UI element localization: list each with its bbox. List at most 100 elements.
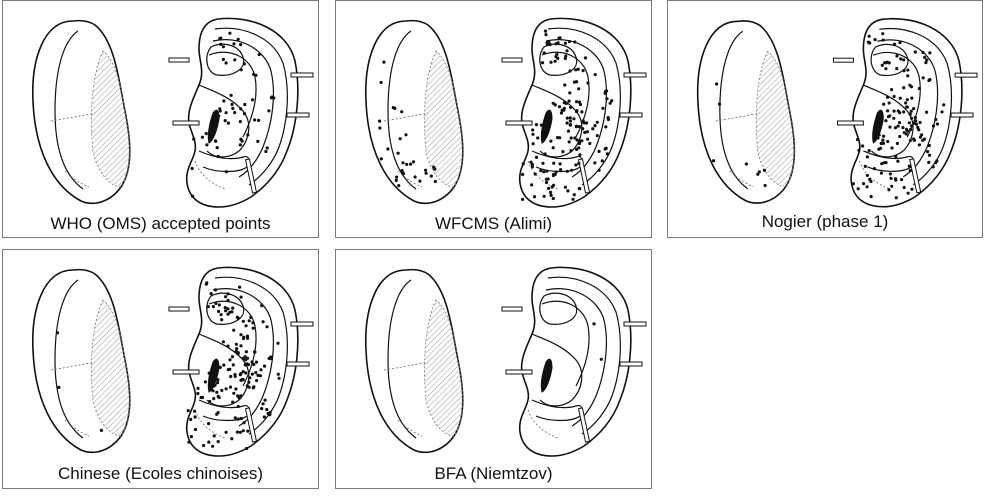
acupuncture-point [567, 39, 571, 44]
acupuncture-point [191, 194, 195, 198]
acupuncture-point [601, 106, 605, 110]
acupuncture-point [186, 409, 190, 413]
points-group [378, 29, 614, 201]
acupuncture-point [224, 309, 228, 313]
acupuncture-point [378, 126, 382, 130]
acupuncture-point [233, 58, 237, 62]
connector-bar [290, 321, 314, 327]
acupuncture-point [212, 397, 216, 401]
acupuncture-point [245, 384, 249, 388]
acupuncture-point [217, 309, 221, 313]
acupuncture-point [541, 134, 546, 138]
acupuncture-point [259, 368, 263, 372]
acupuncture-point [204, 132, 208, 136]
acupuncture-point [214, 139, 218, 143]
acupuncture-point [226, 368, 230, 372]
connector-bar [244, 407, 258, 443]
acupuncture-point [580, 110, 584, 114]
acupuncture-point [595, 134, 599, 138]
acupuncture-point [882, 102, 886, 106]
ear-diagram [696, 17, 978, 208]
acupuncture-point [245, 446, 249, 451]
panel-caption: WHO (OMS) accepted points [50, 214, 271, 233]
acupuncture-point [193, 427, 198, 432]
acupuncture-point [208, 399, 212, 404]
medial-ear-dashed-line [397, 170, 423, 188]
acupuncture-point [942, 103, 946, 107]
acupuncture-point [238, 143, 242, 147]
acupuncture-point [217, 303, 221, 307]
acupuncture-point [856, 137, 860, 142]
acupuncture-point [57, 385, 61, 389]
acupuncture-point [595, 120, 599, 124]
acupuncture-point [260, 407, 264, 411]
acupuncture-point [865, 185, 869, 189]
acupuncture-point [577, 146, 581, 150]
acupuncture-point [217, 114, 221, 118]
points-group [711, 32, 946, 200]
acupuncture-point [912, 107, 916, 111]
acupuncture-point [551, 196, 555, 201]
panel-chinese: Chinese (Ecoles chinoises) [2, 249, 319, 489]
connector-bar [577, 407, 591, 443]
acupuncture-point [238, 285, 242, 289]
acupuncture-point [889, 88, 894, 92]
acupuncture-point [257, 118, 261, 122]
medial-ear-ridge [54, 30, 84, 190]
acupuncture-point [224, 170, 228, 174]
acupuncture-point [902, 69, 906, 73]
acupuncture-point [907, 121, 911, 125]
acupuncture-point [224, 295, 228, 299]
acupuncture-point [229, 93, 233, 97]
acupuncture-point [220, 318, 224, 322]
acupuncture-point [204, 282, 208, 286]
acupuncture-point [568, 123, 573, 127]
acupuncture-point [881, 138, 885, 142]
acupuncture-point [927, 160, 931, 164]
acupuncture-point [530, 165, 534, 169]
acupuncture-point [216, 381, 220, 385]
acupuncture-point [886, 115, 890, 119]
acupuncture-point [530, 163, 534, 167]
acupuncture-point [260, 304, 264, 308]
acupuncture-point [604, 146, 608, 150]
acupuncture-point [238, 430, 242, 434]
acupuncture-point [218, 365, 222, 369]
acupuncture-point [884, 67, 888, 71]
acupuncture-point [898, 96, 902, 100]
acupuncture-point [557, 36, 561, 40]
acupuncture-point [228, 385, 233, 389]
ear-canal [540, 358, 553, 393]
acupuncture-point [925, 150, 930, 154]
acupuncture-point [600, 159, 604, 163]
acupuncture-point [610, 99, 614, 103]
acupuncture-point [236, 37, 240, 41]
acupuncture-point [224, 387, 228, 391]
acupuncture-point [231, 400, 235, 404]
acupuncture-point [563, 41, 567, 45]
acupuncture-point [868, 41, 872, 45]
acupuncture-point [549, 193, 553, 197]
medial-ear-dashed-line [383, 112, 429, 122]
medial-ear-hatched-area [424, 50, 464, 188]
acupuncture-point [244, 324, 248, 328]
acupuncture-point [898, 40, 902, 45]
panel-bfa: BFA (Niemtzov) [335, 249, 652, 489]
ear-diagram [32, 17, 314, 208]
acupuncture-point [554, 42, 558, 46]
acupuncture-point [233, 373, 237, 377]
acupuncture-point [236, 417, 240, 421]
acupuncture-point [540, 61, 545, 65]
acupuncture-point [856, 187, 860, 191]
acupuncture-point [242, 421, 246, 425]
acupuncture-point [909, 124, 914, 128]
acupuncture-point [212, 434, 216, 438]
acupuncture-point [757, 170, 761, 174]
acupuncture-point [242, 112, 247, 116]
connector-bar [172, 369, 200, 375]
acupuncture-point [567, 140, 571, 144]
acupuncture-point [717, 102, 722, 106]
acupuncture-point [906, 68, 910, 72]
acupuncture-point [239, 68, 243, 72]
acupuncture-point [252, 362, 256, 367]
